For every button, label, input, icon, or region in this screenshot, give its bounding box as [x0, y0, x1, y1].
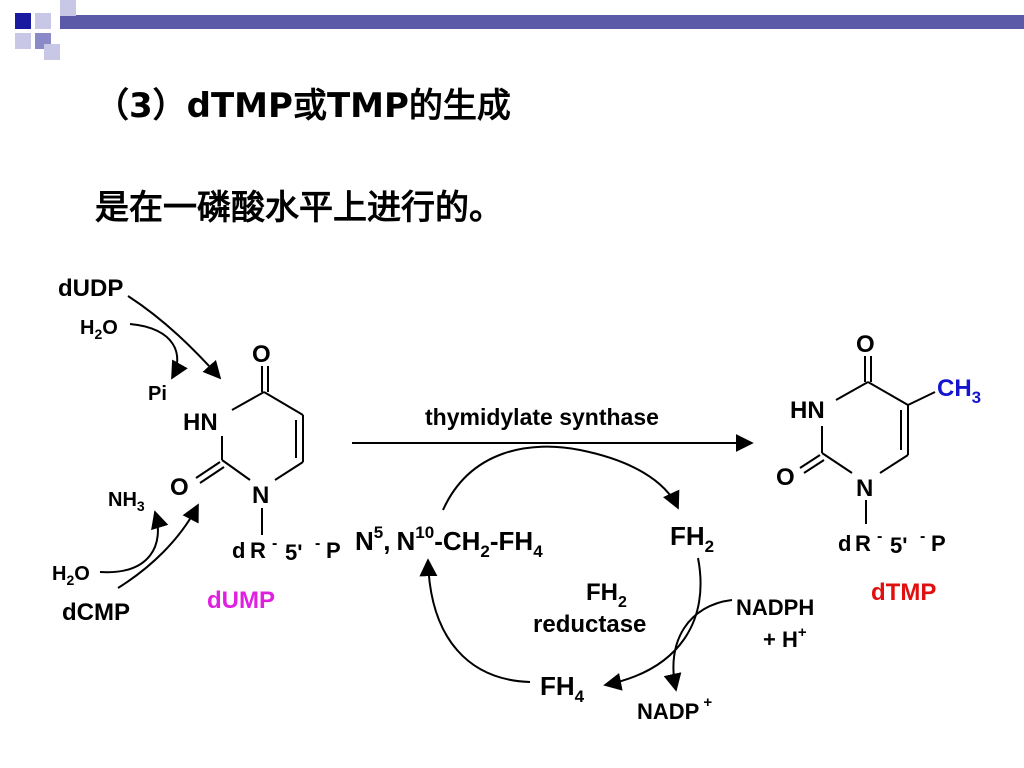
dump-o-top: O — [252, 341, 271, 368]
pi-label: Pi — [148, 383, 167, 405]
deco-square — [35, 13, 51, 29]
cycle-arrow-top — [442, 445, 680, 511]
dtmp-structure — [799, 356, 936, 524]
header-bar — [60, 15, 1024, 29]
dump-five-prime: 5' — [285, 540, 302, 565]
dudp-to-dump-arrow — [127, 295, 222, 380]
dtmp-dash2: - — [920, 528, 925, 545]
dtmp-label: dTMP — [871, 579, 936, 606]
dtmp-ch3: CH3 — [937, 375, 981, 407]
dump-label: dUMP — [207, 587, 275, 614]
dump-d: d — [232, 538, 245, 563]
slide-subtitle: 是在一磷酸水平上进行的。 — [95, 188, 503, 228]
dump-o-left: O — [170, 474, 189, 501]
h2o-nh3-curve-arrow — [99, 510, 169, 574]
nadph-line1: NADPH — [736, 595, 814, 620]
dump-dash1: - — [272, 535, 277, 552]
dudp-label: dUDP — [58, 275, 123, 302]
dump-p: P — [326, 538, 341, 563]
deco-square — [15, 13, 31, 29]
reductase-line2: reductase — [533, 611, 646, 638]
dtmp-five-prime: 5' — [890, 533, 907, 558]
dump-hn: HN — [183, 409, 218, 436]
deco-square — [60, 0, 76, 16]
dcmp-to-dump-arrow — [117, 503, 199, 589]
dump-n: N — [252, 482, 269, 509]
enzyme-label: thymidylate synthase — [425, 404, 659, 430]
slide-title: （3）dTMP或TMP的生成 — [95, 86, 511, 126]
h2o-top-label: H2O — [80, 317, 118, 342]
dump-r: R — [250, 538, 266, 563]
h2o-bottom-label: H2O — [52, 563, 90, 588]
dtmp-hn: HN — [790, 397, 825, 424]
cycle-arrow-left — [419, 558, 531, 683]
cofactor-label: N5,N10-CH2-FH4 — [355, 523, 543, 561]
fh4-label: FH4 — [540, 671, 585, 706]
deco-square — [15, 33, 31, 49]
nadp-label: NADP+ — [637, 694, 712, 724]
dump-dash2: - — [315, 535, 320, 552]
deco-square — [44, 44, 60, 60]
dtmp-p: P — [931, 531, 946, 556]
h2o-pi-curve-arrow — [129, 323, 188, 380]
dtmp-n: N — [856, 475, 873, 502]
dtmp-d: d — [838, 531, 851, 556]
dcmp-label: dCMP — [62, 599, 130, 626]
dtmp-o-top: O — [856, 331, 875, 358]
nadph-line2: + H+ — [763, 624, 807, 652]
dtmp-dash1: - — [877, 528, 882, 545]
dump-structure — [195, 366, 304, 535]
dtmp-r: R — [855, 531, 871, 556]
nh3-label: NH3 — [108, 489, 145, 514]
cycle-arrow-right — [603, 557, 702, 691]
reductase-line1: FH2 — [586, 579, 627, 611]
nadph-arrow — [663, 599, 733, 692]
fh2-label: FH2 — [670, 521, 714, 556]
dtmp-o-left: O — [776, 464, 795, 491]
